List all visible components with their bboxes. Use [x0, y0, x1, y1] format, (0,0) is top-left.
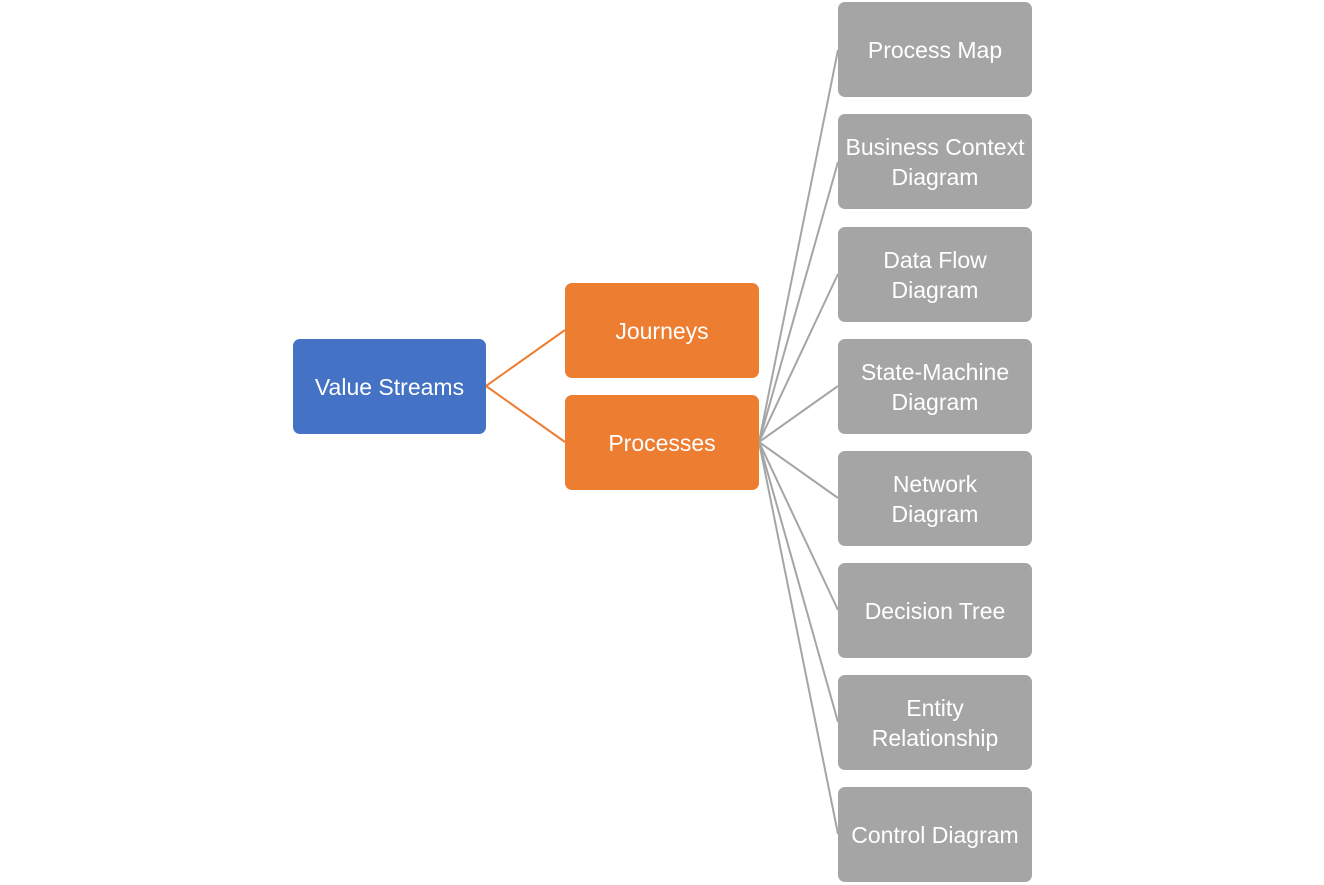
node-business-context-diagram: Business Context Diagram: [838, 114, 1032, 209]
node-process-map: Process Map: [838, 2, 1032, 97]
connector-value-streams-processes: [485, 385, 566, 443]
node-processes: Processes: [565, 395, 759, 490]
connector-processes-entity-relationship: [758, 441, 839, 723]
connector-processes-decision-tree: [758, 441, 839, 611]
connector-processes-business-context: [758, 161, 839, 443]
node-state-machine-diagram: State-Machine Diagram: [838, 339, 1032, 434]
connector-processes-network: [758, 441, 839, 499]
node-data-flow-diagram: Data Flow Diagram: [838, 227, 1032, 322]
node-control-diagram: Control Diagram: [838, 787, 1032, 882]
connector-value-streams-journeys: [485, 329, 566, 387]
connector-processes-data-flow: [758, 273, 839, 443]
node-decision-tree: Decision Tree: [838, 563, 1032, 658]
node-network-diagram: Network Diagram: [838, 451, 1032, 546]
connector-processes-process-map: [758, 49, 839, 443]
node-journeys: Journeys: [565, 283, 759, 378]
connector-processes-state-machine: [758, 385, 839, 443]
node-value-streams: Value Streams: [293, 339, 486, 434]
connector-processes-control-diagram: [758, 441, 839, 835]
node-entity-relationship: Entity Relationship: [838, 675, 1032, 770]
